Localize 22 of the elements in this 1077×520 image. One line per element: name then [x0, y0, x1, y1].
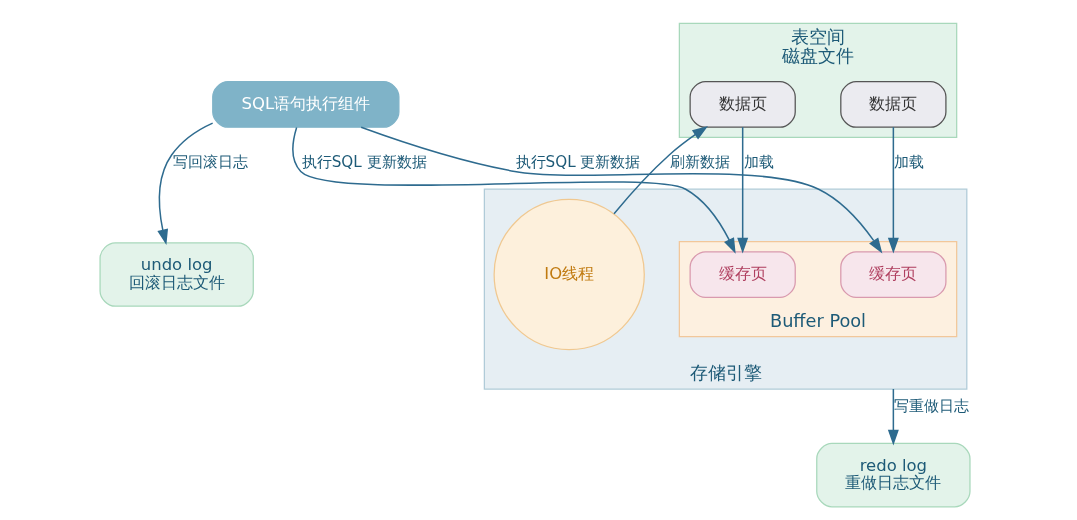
- arrow: [887, 388, 899, 446]
- arrow: [360, 126, 883, 254]
- arrow: [292, 126, 736, 254]
- edge-label: 写回滚日志: [172, 153, 248, 172]
- node-box: 缓存页: [689, 251, 796, 298]
- edge-label: 写重做日志: [894, 397, 970, 416]
- node-box: SQL语句执行组件: [212, 80, 400, 128]
- edge-label: 加载: [894, 153, 925, 172]
- edge-label: 刷新数据: [670, 153, 731, 172]
- node-box: 数据页: [840, 80, 947, 128]
- edge-label: 执行SQL 更新数据: [301, 153, 427, 172]
- node-box: 缓存页: [840, 251, 947, 298]
- node-box: undo log 回滚日志文件: [99, 242, 254, 307]
- arrow: [157, 122, 214, 245]
- arrow: [737, 126, 749, 254]
- arrow: [887, 126, 899, 254]
- edge-label: 执行SQL 更新数据: [515, 153, 641, 172]
- node-box: redo log 重做日志文件: [816, 442, 971, 508]
- arrow: [613, 126, 708, 215]
- node-box: 数据页: [689, 80, 796, 128]
- edge-label: 加载: [743, 153, 774, 172]
- node-circle: IO线程: [493, 198, 645, 351]
